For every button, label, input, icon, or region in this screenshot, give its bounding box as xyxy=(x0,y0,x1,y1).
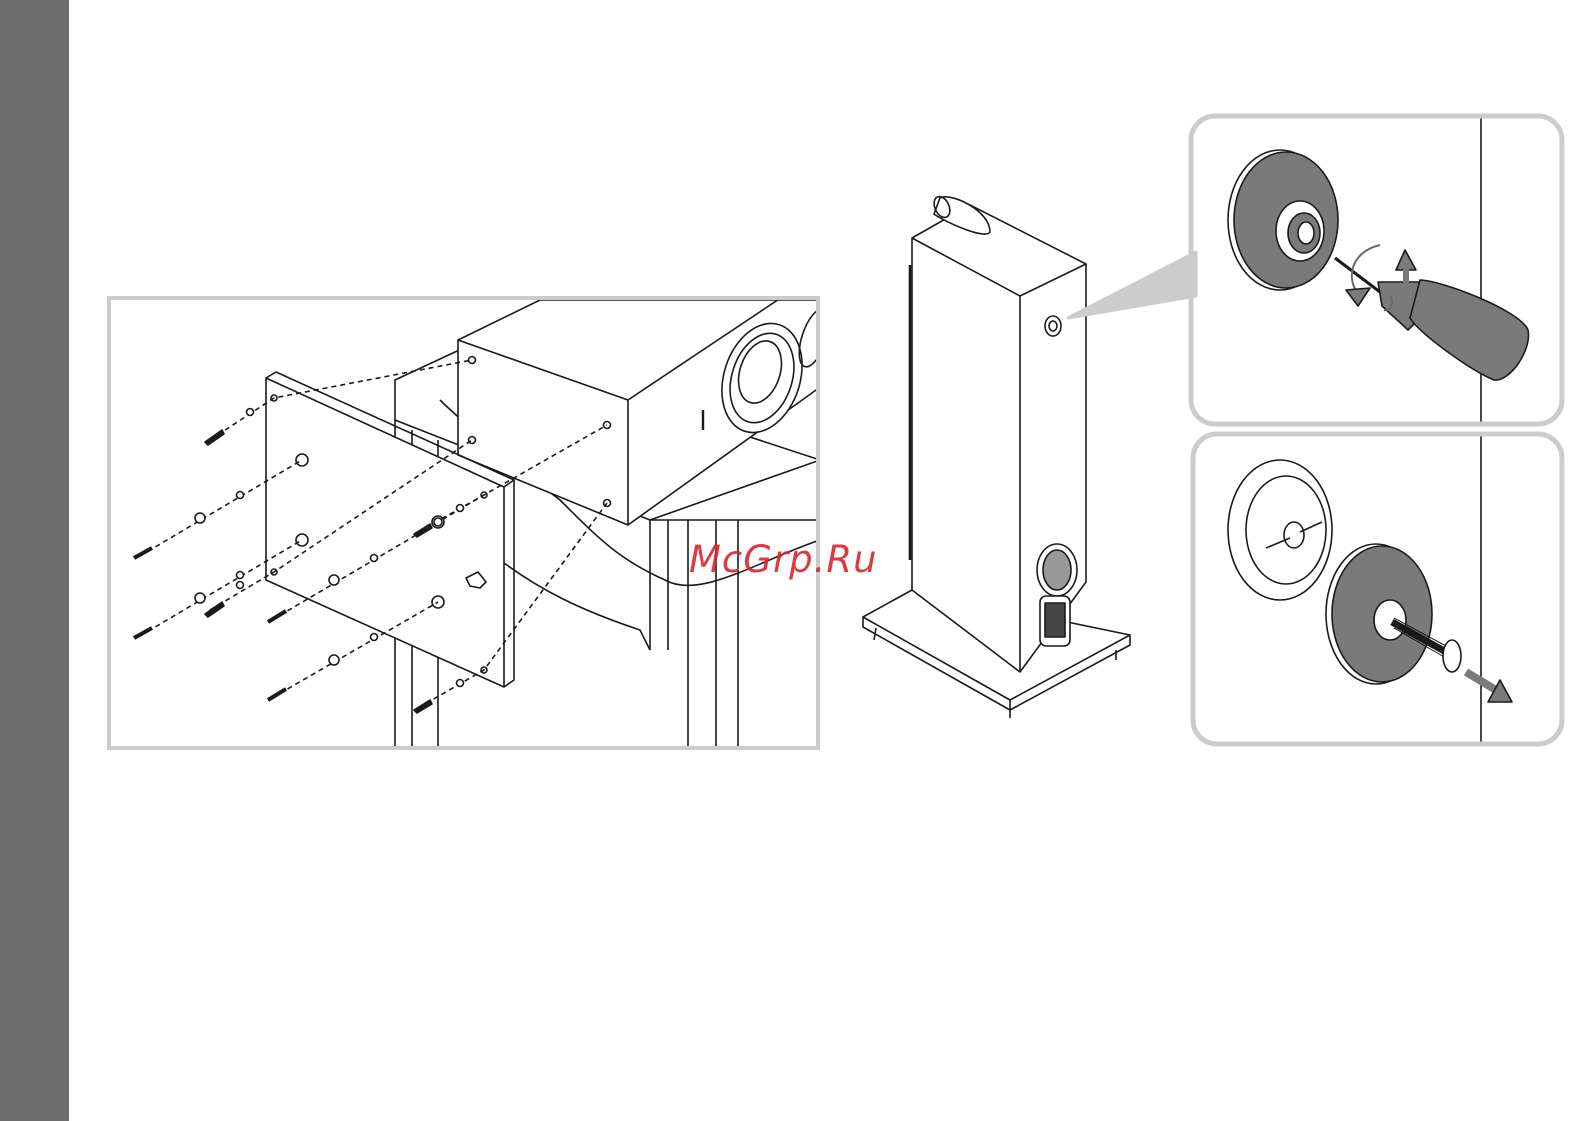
page-sidebar-strip xyxy=(0,0,69,1121)
screwdriver-inset xyxy=(1191,116,1562,424)
watermark-text: McGrp.Ru xyxy=(689,538,878,581)
wall-mount-figure xyxy=(109,265,835,760)
manual-page: McGrp.Ru xyxy=(69,0,1569,1121)
cap-removal-inset xyxy=(1193,434,1562,744)
floor-speaker-figure xyxy=(863,194,1196,718)
